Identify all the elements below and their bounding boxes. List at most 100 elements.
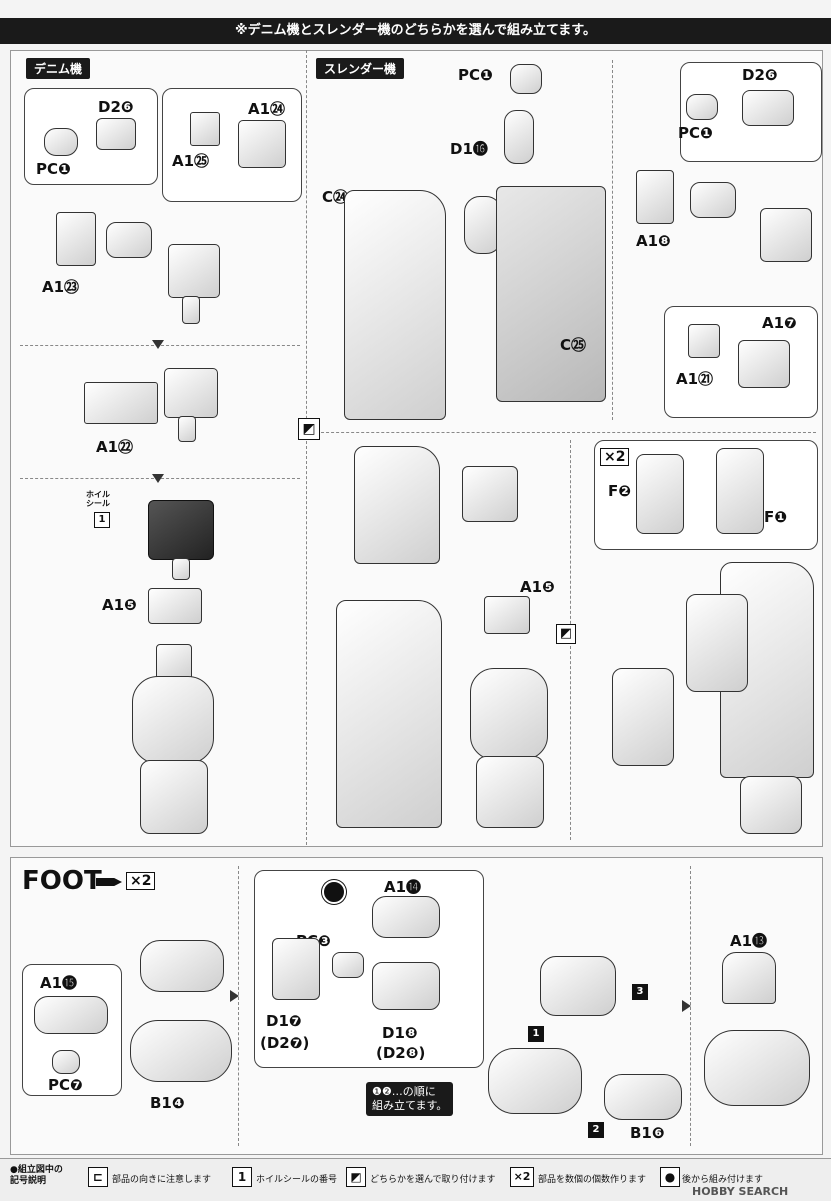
label-b1-4: B1❹ xyxy=(150,1094,185,1112)
part-a1-23 xyxy=(56,212,96,266)
part-shaft xyxy=(178,416,196,442)
label-d1-8: D1❽ xyxy=(382,1024,418,1042)
page-header: ※デニム機とスレンダー機のどちらかを選んで組み立てます。 xyxy=(0,18,831,44)
instruction-note: ❶❷…の順に 組み立てます。 xyxy=(366,1082,454,1116)
foot-count-x2: ×2 xyxy=(126,872,156,890)
count-x2: ×2 xyxy=(600,448,630,466)
label-pc1: PC❶ xyxy=(36,160,71,178)
part-pc1 xyxy=(44,128,78,156)
part-pc1-right xyxy=(686,94,718,120)
slender-tag: スレンダー機 xyxy=(316,58,405,79)
part-upper-block-right xyxy=(760,208,812,262)
part-forearm-slender xyxy=(470,668,548,760)
part-c25 xyxy=(496,186,606,402)
part-a1-8 xyxy=(636,170,674,224)
part-armor-f-upper xyxy=(686,594,748,692)
legend-text: 後から組み付けます xyxy=(682,1175,764,1185)
label-a1-8: A1❽ xyxy=(636,232,671,250)
label-a1-15: A1⓯ xyxy=(40,974,78,992)
part-a1-5 xyxy=(148,588,202,624)
divider xyxy=(612,60,613,420)
part-a1-5-slender xyxy=(484,596,530,634)
part-foot-base xyxy=(488,1048,582,1114)
step-2-marker: 2 xyxy=(588,1122,604,1138)
part-c24 xyxy=(344,190,446,420)
part-forearm-right xyxy=(740,776,802,834)
part-armor-f-lower xyxy=(612,668,674,766)
choice-icon: ◩ xyxy=(346,1167,366,1187)
label-pc1-slender: PC❶ xyxy=(458,66,493,84)
foot-title-arrow xyxy=(96,878,122,886)
orientation-icon: ⊏ xyxy=(88,1167,108,1187)
label-d1-16: D1⓰ xyxy=(450,140,488,158)
seal-icon: 1 xyxy=(232,1167,252,1187)
choice-icon: ◩ xyxy=(556,624,576,644)
divider xyxy=(316,432,816,433)
part-upper-block xyxy=(168,244,220,298)
label-d1-7: D1❼ xyxy=(266,1012,302,1030)
assemble-later-icon xyxy=(322,880,346,904)
part-toe-cover xyxy=(140,940,224,992)
part-d1-7 xyxy=(272,938,320,1000)
label-c25: C㉕ xyxy=(560,336,587,354)
part-a1-13 xyxy=(722,952,776,1004)
part-f1 xyxy=(716,448,764,534)
label-c24: C㉔ xyxy=(322,188,349,206)
part-foot-complete xyxy=(704,1030,810,1106)
legend-text: ホイルシールの番号 xyxy=(256,1175,338,1185)
part-forearm-lower-slender xyxy=(476,756,544,828)
label-d2-8: (D2❽) xyxy=(376,1044,426,1062)
step-1-marker: 1 xyxy=(528,1026,544,1042)
part-d2-6 xyxy=(96,118,136,150)
part-foot-joint-assembled xyxy=(540,956,616,1016)
part-f2 xyxy=(636,454,684,534)
part-shoulder-shell-a xyxy=(354,446,440,564)
part-a1-15 xyxy=(34,996,108,1034)
part-shaft xyxy=(172,558,190,580)
label-a1-23: A1㉓ xyxy=(42,278,80,296)
part-a1-7 xyxy=(738,340,790,388)
step-3-marker: 3 xyxy=(632,984,648,1000)
foot-title: FOOT xyxy=(22,866,102,896)
divider xyxy=(306,50,307,845)
label-a1-24: A1㉔ xyxy=(248,100,286,118)
denim-tag: デニム機 xyxy=(26,58,91,79)
part-d1-16 xyxy=(504,110,534,164)
part-d1-8 xyxy=(372,962,440,1010)
symbol-legend: ●組立図中の 記号説明 ⊏ 部品の向きに注意します 1 ホイルシールの番号 ◩ … xyxy=(0,1158,831,1201)
label-b1-6: B1❻ xyxy=(630,1124,665,1142)
legend-text: 部品を数個の個数作ります xyxy=(538,1175,647,1185)
label-a1-25: A1㉕ xyxy=(172,152,210,170)
label-a1-21: A1㉑ xyxy=(676,370,714,388)
label-a1-13: A1⓭ xyxy=(730,932,768,950)
step-arrow-down xyxy=(152,340,164,349)
label-d2-6-right: D2❻ xyxy=(742,66,778,84)
wheel-seal-label: ホイル シール xyxy=(86,490,110,508)
part-d2-6-right xyxy=(742,90,794,126)
divider xyxy=(238,866,239,1146)
part-shoulder-shell-b xyxy=(336,600,442,828)
part-forearm xyxy=(132,676,214,764)
label-a1-7: A1❼ xyxy=(762,314,797,332)
part-joint xyxy=(106,222,152,258)
part-sealed-cube xyxy=(148,500,214,560)
detail-bubble-f xyxy=(594,440,818,550)
part-shoulder-ball xyxy=(464,196,502,254)
part-a1-25 xyxy=(190,112,220,146)
part-joint-right xyxy=(690,182,736,218)
count-icon: ×2 xyxy=(510,1167,534,1187)
choice-icon: ◩ xyxy=(298,418,320,440)
part-cube xyxy=(164,368,218,418)
label-pc1-right: PC❶ xyxy=(678,124,713,142)
assemble-later-icon: ● xyxy=(660,1167,680,1187)
label-a1-5: A1❺ xyxy=(102,596,137,614)
watermark: HOBBY SEARCH xyxy=(692,1185,789,1198)
part-shaft xyxy=(182,296,200,324)
label-f2: F❷ xyxy=(608,482,631,500)
label-pc7: PC❼ xyxy=(48,1076,83,1094)
legend-text: 部品の向きに注意します xyxy=(112,1175,212,1185)
part-a1-24 xyxy=(238,120,286,168)
part-forearm-lower xyxy=(140,760,208,834)
label-a1-5-slender: A1❺ xyxy=(520,578,555,596)
step-arrow-right xyxy=(230,990,239,1002)
